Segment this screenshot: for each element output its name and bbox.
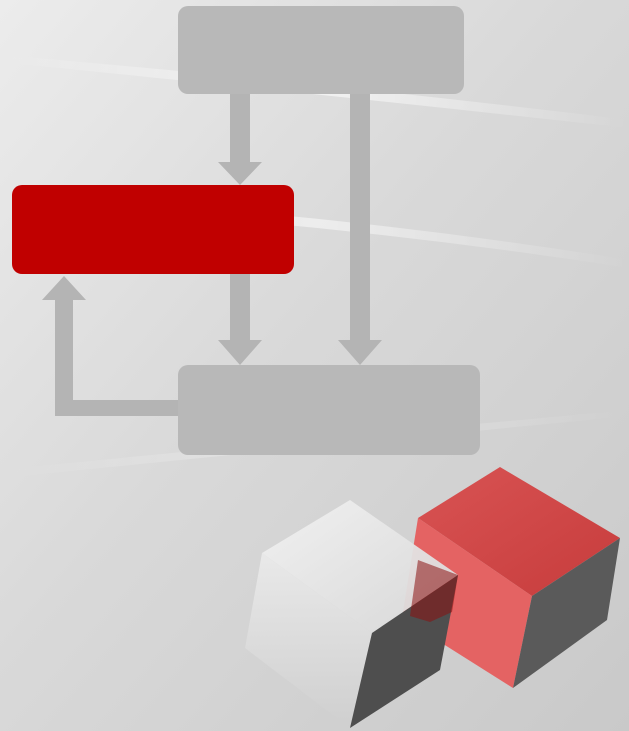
arrowhead — [218, 162, 262, 185]
connector-top-to-middle — [218, 94, 262, 185]
white-cube-front — [245, 553, 372, 728]
cube-overlap-shadow — [410, 560, 458, 622]
top-box — [178, 6, 464, 94]
connector-bottom-to-middle — [42, 276, 183, 416]
red-cube-top — [418, 467, 620, 596]
arrowhead — [218, 340, 262, 365]
two-cubes-illustration — [245, 467, 620, 728]
connector-top-to-bottom — [338, 94, 382, 365]
connector-middle-to-bottom — [218, 274, 262, 365]
arrowhead — [338, 340, 382, 365]
red-cube-side — [513, 538, 620, 688]
white-cube-top — [262, 500, 458, 633]
bottom-box — [178, 365, 480, 455]
middle-box — [12, 185, 294, 274]
arrowhead — [42, 276, 86, 300]
